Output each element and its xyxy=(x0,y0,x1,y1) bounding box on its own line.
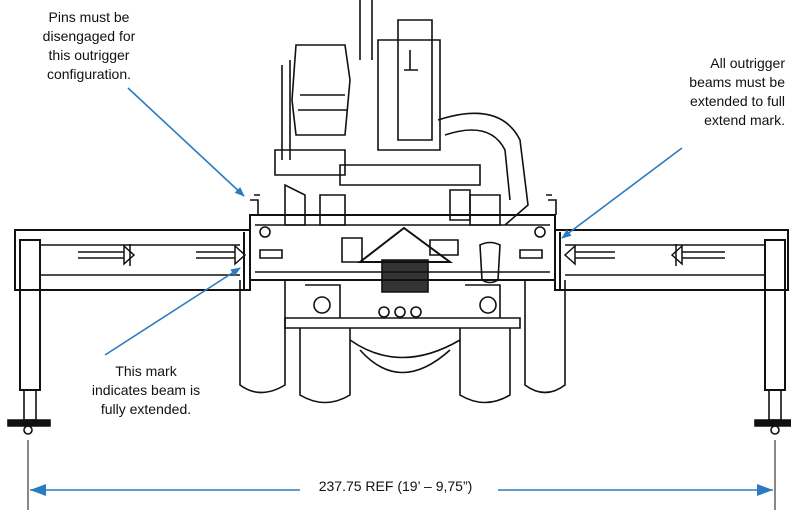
dimension-line xyxy=(27,440,776,510)
outrigger-right xyxy=(554,229,791,435)
callout-beams-extended: All outrigger beams must be extended to … xyxy=(689,55,785,128)
telehandler-rear-view xyxy=(239,0,566,404)
leader-lines xyxy=(104,87,683,356)
outrigger-left xyxy=(7,229,251,435)
dimension-label: 237.75 REF (19’ – 9,75”) xyxy=(318,478,473,494)
callout-pins-disengaged: Pins must be disengaged for this outrigg… xyxy=(42,9,136,82)
extension-marks xyxy=(243,232,561,290)
beam-direction-arrows xyxy=(78,244,725,266)
callout-extend-mark: This mark indicates beam is fully extend… xyxy=(91,363,201,417)
